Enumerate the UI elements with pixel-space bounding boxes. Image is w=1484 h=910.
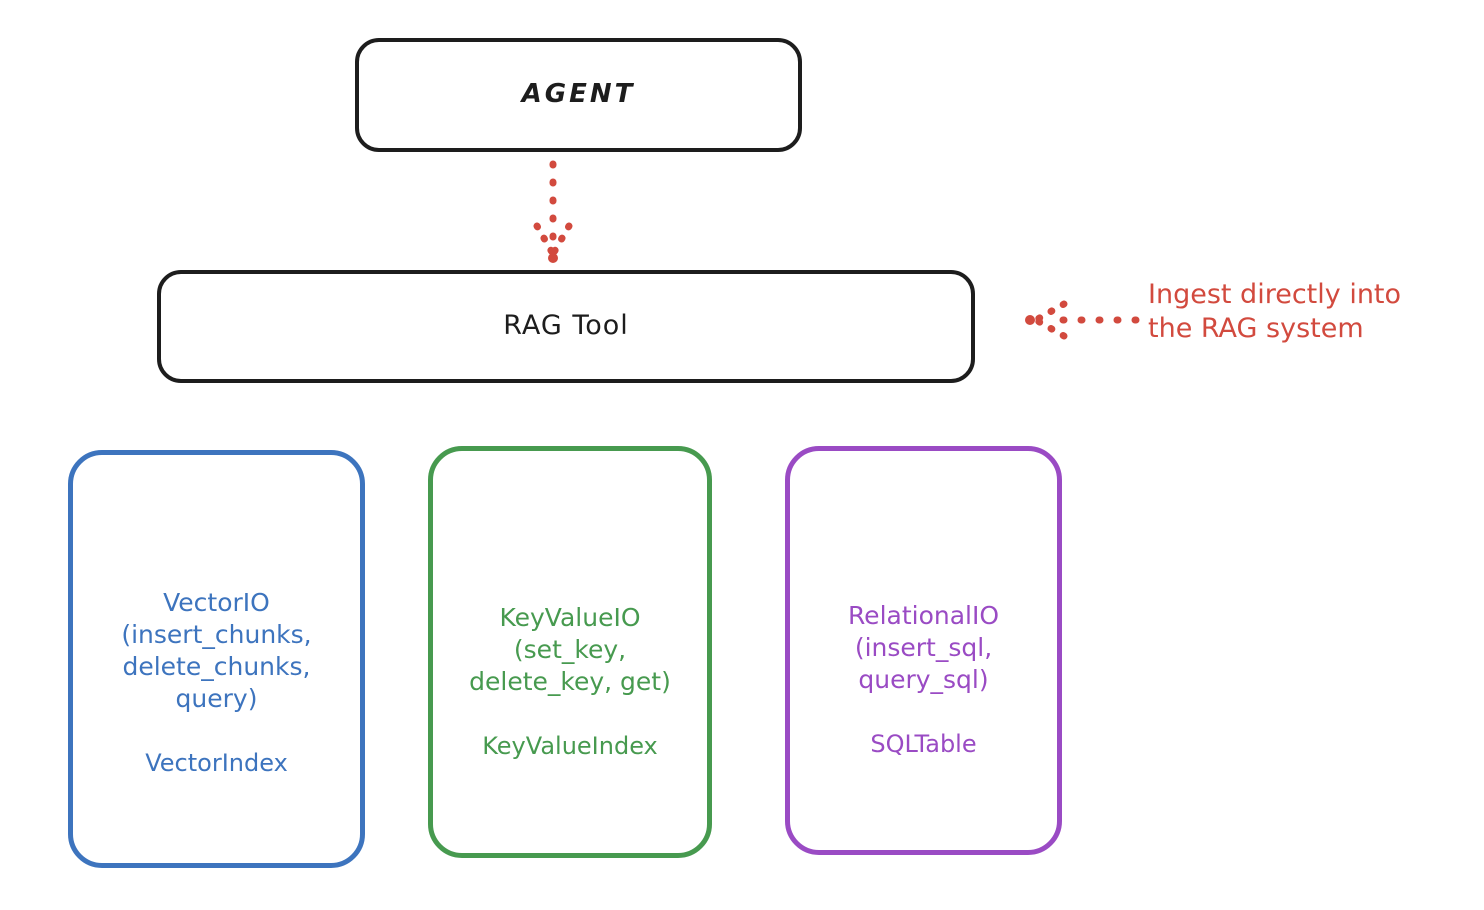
node-rag-tool[interactable]: RAG Tool (157, 270, 975, 383)
node-agent[interactable]: AGENT (355, 38, 802, 152)
node-relational-io[interactable]: RelationalIO (insert_sql, query_sql) SQL… (785, 446, 1062, 855)
arrow-head-right (549, 222, 573, 258)
node-relational-io-index: SQLTable (870, 729, 977, 758)
node-vector-io-api: VectorIO (insert_chunks, delete_chunks, … (121, 588, 312, 713)
node-keyvalue-io-index: KeyValueIndex (482, 732, 658, 760)
node-vector-io[interactable]: VectorIO (insert_chunks, delete_chunks, … (68, 450, 365, 868)
node-rag-tool-label: RAG Tool (503, 310, 629, 342)
node-agent-label: AGENT (521, 79, 636, 110)
arrow-agent-to-rag-tool (533, 160, 573, 263)
arrow-head-top (1032, 300, 1068, 324)
arrow-head-left (533, 222, 557, 258)
node-keyvalue-io-api: KeyValueIO (set_key, delete_key, get) (469, 603, 671, 696)
node-vector-io-index: VectorIndex (145, 749, 288, 777)
node-relational-io-api: RelationalIO (insert_sql, query_sql) (847, 600, 1000, 694)
node-keyvalue-io[interactable]: KeyValueIO (set_key, delete_key, get) Ke… (428, 446, 712, 858)
arrow-ingest-into-rag (1025, 300, 1140, 340)
annotation-ingest-directly: Ingest directly into the RAG system (1148, 279, 1402, 344)
arrow-tip (548, 253, 558, 263)
arrow-tip (1025, 315, 1035, 325)
arrow-head-bottom (1032, 316, 1068, 340)
